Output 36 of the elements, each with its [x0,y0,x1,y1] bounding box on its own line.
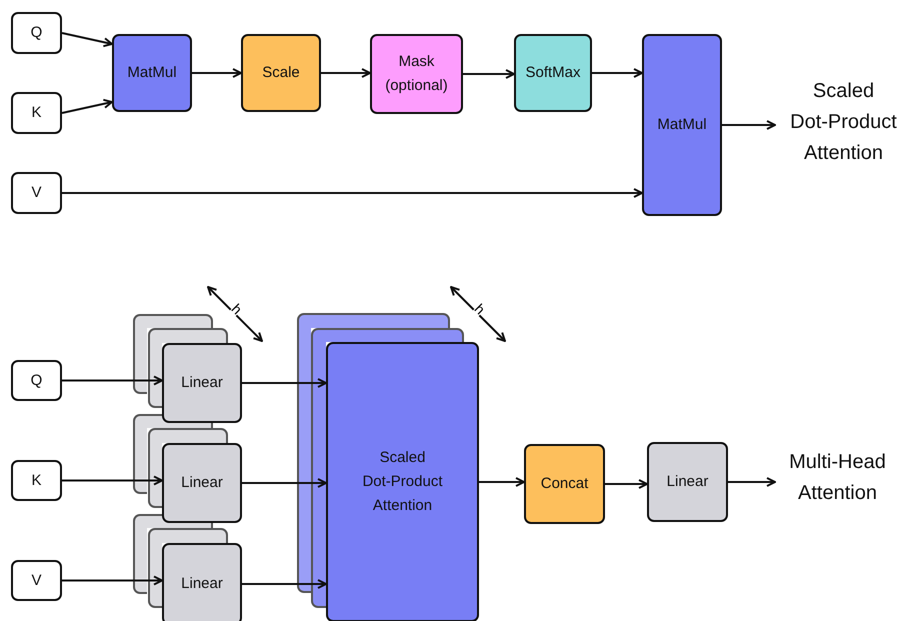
arrow [62,376,163,386]
linear-box: Linear [647,442,728,522]
output-label: Scaled Dot-Product Attention [789,78,898,166]
arrow [62,188,643,198]
arrow [605,479,648,489]
arrow [479,477,525,487]
input-box: Q [11,360,62,401]
arrow [321,68,371,78]
arrow [62,32,113,48]
output-label: Multi-Head Attention [788,450,887,506]
input-box: K [11,460,62,501]
arrow [62,476,163,486]
arrow [592,68,643,78]
arrow [192,68,242,78]
attention-box: Scaled Dot-Product Attention [326,342,479,621]
arrow [242,378,327,388]
input-box: V [11,172,62,214]
matmul-box: MatMul [642,34,722,216]
mask-box: Mask (optional) [370,34,463,114]
input-box: K [11,92,62,134]
linear-box: Linear [162,543,242,621]
concat-box: Concat [524,444,605,524]
input-box: Q [11,12,62,54]
arrow [728,477,776,487]
arrow [242,579,327,589]
arrow [242,478,327,488]
arrow [62,576,163,586]
scale-box: Scale [241,34,321,112]
matmul-box: MatMul [112,34,192,112]
softmax-box: SoftMax [514,34,592,112]
input-box: V [11,560,62,601]
arrow [463,69,515,79]
linear-box: Linear [162,443,242,523]
linear-box: Linear [162,343,242,423]
arrow [62,98,113,114]
arrow [722,120,776,130]
